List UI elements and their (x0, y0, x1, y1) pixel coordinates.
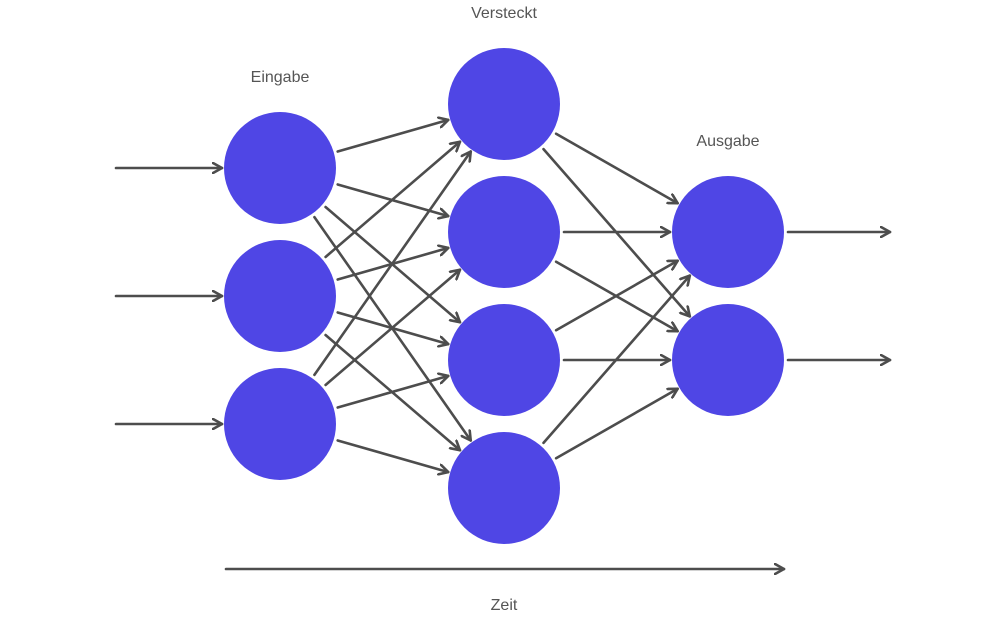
edge-hidden1-output1 (554, 132, 679, 205)
edge-input2-hidden1 (324, 140, 462, 259)
output-layer-label: Ausgabe (696, 133, 759, 150)
hidden-neuron-3 (448, 304, 560, 416)
connection-layer (114, 120, 892, 472)
edge-hidden4-output2 (554, 387, 679, 460)
input-layer-label: Eingabe (251, 69, 310, 86)
output-neuron-1 (672, 176, 784, 288)
edge-input3-hidden4 (336, 439, 450, 472)
input-neuron-3 (224, 368, 336, 480)
edge-input3-hidden1 (313, 150, 473, 377)
neuron-layer (224, 48, 784, 544)
time-axis-label: Zeit (491, 597, 518, 614)
input-neuron-1 (224, 112, 336, 224)
hidden-layer-label: Versteckt (471, 5, 537, 22)
edge-input3-hidden3 (336, 376, 450, 409)
edge-hidden3-output1 (554, 259, 679, 332)
edge-input3-hidden2 (324, 268, 462, 387)
output-neuron-2 (672, 304, 784, 416)
edge-hidden4-output1 (542, 274, 692, 445)
hidden-neuron-2 (448, 176, 560, 288)
hidden-neuron-4 (448, 432, 560, 544)
edge-input1-hidden1 (336, 120, 450, 153)
hidden-neuron-1 (448, 48, 560, 160)
input-neuron-2 (224, 240, 336, 352)
